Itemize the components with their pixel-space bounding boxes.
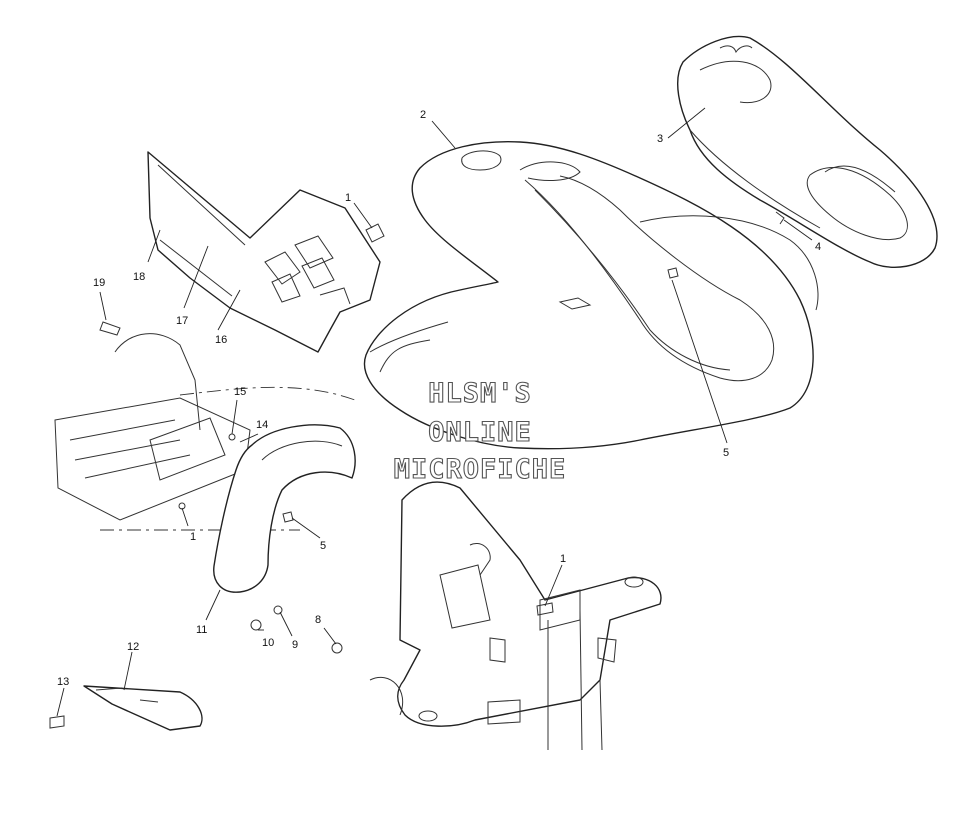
callout-2: 2 — [420, 109, 426, 121]
watermark: HLSM'S ONLINE MICROFICHE — [393, 377, 567, 485]
callout-8: 8 — [315, 614, 321, 626]
fender-flare-part-11 — [213, 424, 356, 593]
callout-15: 15 — [234, 386, 246, 398]
watermark-line-2: ONLINE — [428, 417, 532, 448]
watermark-line-3: MICROFICHE — [394, 454, 567, 485]
rear-cover-part-3 — [677, 35, 938, 268]
callout-11: 11 — [196, 624, 207, 636]
fasteners — [49, 211, 785, 729]
callout-14: 14 — [256, 419, 268, 431]
callout-1b: 1 — [190, 531, 196, 543]
callout-17: 17 — [176, 315, 188, 327]
callout-5: 5 — [723, 447, 729, 459]
callout-16: 16 — [215, 334, 227, 346]
front-body-part-2 — [363, 141, 819, 450]
callout-labels: 1 2 3 4 5 18 19 17 16 15 14 1 5 11 10 9 … — [57, 109, 821, 688]
callout-13: 13 — [57, 676, 69, 688]
callout-1c: 1 — [560, 553, 566, 565]
chassis-frame — [369, 481, 662, 751]
callout-5b: 5 — [320, 540, 326, 552]
callout-9: 9 — [292, 639, 298, 651]
callout-4: 4 — [815, 241, 821, 253]
callout-19: 19 — [93, 277, 105, 289]
callout-3: 3 — [657, 133, 663, 145]
leader-lines — [56, 107, 813, 717]
callout-12: 12 — [127, 641, 139, 653]
callout-18: 18 — [133, 271, 145, 283]
watermark-line-1: HLSM'S — [428, 378, 532, 409]
callout-10: 10 — [262, 637, 274, 649]
skid-plate-part-12 — [83, 685, 203, 731]
callout-1: 1 — [345, 192, 351, 204]
side-panel-part-17 — [147, 151, 381, 353]
